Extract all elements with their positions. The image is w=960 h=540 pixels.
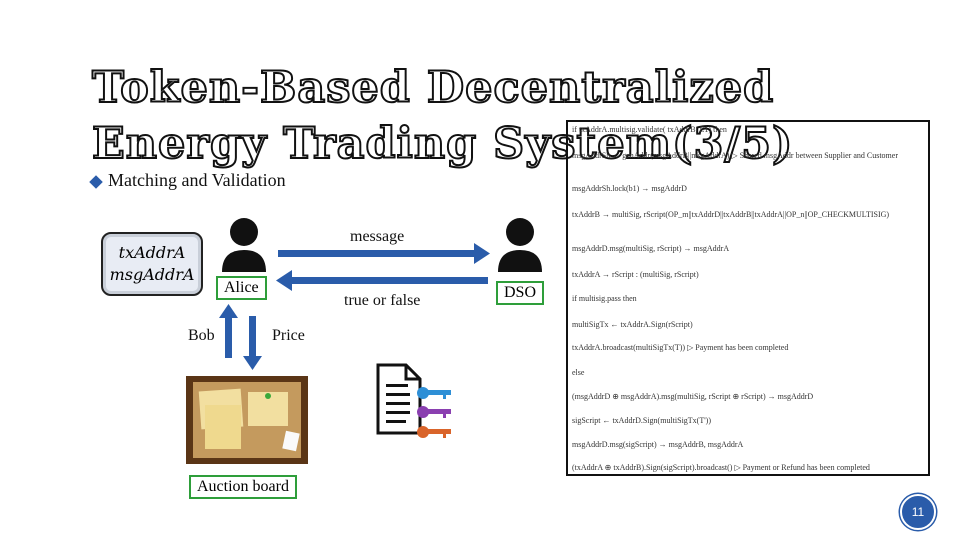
reply-arrow (276, 270, 488, 291)
bullet-item: Matching and Validation (89, 170, 286, 191)
code-line: msgAddrSh ← genAddr(msgAddrB||msgAddrA) … (572, 151, 898, 160)
price-label: Price (272, 327, 305, 344)
code-line: (msgAddrD ⊕ msgAddrA).msg(multiSig, rScr… (572, 392, 814, 401)
code-line: multiSigTx ← txAddrA.Sign(rScript) (572, 320, 693, 329)
auction-board-label: Auction board (189, 475, 297, 499)
code-line: msgAddrD.msg(multiSig, rScript) → msgAdd… (572, 244, 730, 253)
bob-label: Bob (188, 327, 215, 344)
address-line-tx: txAddrA (118, 243, 186, 262)
address-box: txAddrA msgAddrA (101, 232, 203, 296)
blue-key-icon (417, 387, 451, 399)
code-line: if multisig.pass then (572, 294, 637, 303)
dso-label: DSO (496, 281, 545, 305)
code-line: msgAddrSh.lock(b1) → msgAddrD (572, 184, 687, 193)
message-label: message (350, 228, 405, 245)
purple-key-icon (417, 406, 451, 418)
code-line: if txAddrA.multisig.validate( txAddrB, E… (572, 125, 727, 134)
code-line: sigScript ← txAddrD.Sign(multiSigTx(T')) (572, 416, 711, 425)
alice-person-icon (222, 218, 266, 272)
code-line: txAddrA.broadcast(multiSigTx(T)) ▷ Payme… (572, 343, 789, 352)
code-line: txAddrA → rScript : (multiSig, rScript) (572, 270, 699, 279)
bob-alice-arrow (219, 304, 262, 370)
code-line: txAddrB → multiSig, rScript(OP_m||txAddr… (572, 210, 890, 219)
address-line-msg: msgAddrA (109, 265, 195, 284)
alice-label: Alice (216, 276, 267, 300)
code-line: (txAddrA ⊕ txAddrB).Sign(sigScript).broa… (572, 463, 870, 472)
algorithm-panel: if txAddrA.multisig.validate( txAddrB, E… (566, 120, 930, 476)
message-arrow (278, 243, 490, 264)
slide-title: Token-Based Decentralized Energy Trading… (91, 62, 794, 170)
orange-key-icon (417, 426, 451, 438)
auction-board-icon (186, 376, 308, 464)
code-line: msgAddrD.msg(sigScript) → msgAddrB, msgA… (572, 440, 744, 449)
dso-person-icon (498, 218, 542, 272)
page-number-badge: 11 (900, 494, 936, 530)
bullet-diamond-icon (89, 175, 103, 189)
document-keys-icon (376, 363, 451, 438)
bullet-text: Matching and Validation (108, 170, 286, 190)
reply-label: true or false (344, 292, 421, 309)
code-line: else (572, 368, 585, 377)
